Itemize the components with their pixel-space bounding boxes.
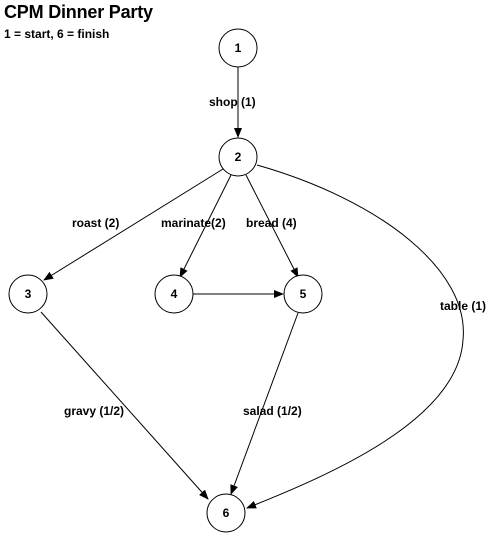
edge-labels: shop (1) roast (2) marinate(2) bread (4)… bbox=[64, 95, 486, 418]
node-5: 5 bbox=[283, 274, 323, 314]
edge-label-bread: bread (4) bbox=[246, 216, 297, 230]
diagram-subtitle: 1 = start, 6 = finish bbox=[4, 27, 110, 41]
edges bbox=[40, 67, 464, 509]
node-2-label: 2 bbox=[235, 150, 242, 164]
node-5-label: 5 bbox=[300, 287, 307, 301]
edge-2-5 bbox=[245, 174, 299, 278]
edge-label-table: table (1) bbox=[440, 299, 486, 313]
edge-label-gravy: gravy (1/2) bbox=[64, 404, 124, 418]
node-6: 6 bbox=[206, 493, 246, 533]
edge-2-3 bbox=[43, 168, 224, 281]
node-2: 2 bbox=[218, 137, 258, 177]
node-1: 1 bbox=[218, 28, 258, 68]
node-3: 3 bbox=[8, 274, 48, 314]
edge-2-6 bbox=[246, 164, 464, 509]
nodes: 1 2 3 4 5 6 bbox=[8, 28, 323, 533]
edge-5-6 bbox=[230, 312, 299, 495]
node-6-label: 6 bbox=[223, 506, 230, 520]
edge-label-roast: roast (2) bbox=[72, 216, 119, 230]
node-3-label: 3 bbox=[25, 287, 32, 301]
node-4: 4 bbox=[154, 274, 194, 314]
node-4-label: 4 bbox=[171, 287, 178, 301]
diagram-title: CPM Dinner Party bbox=[4, 2, 153, 22]
node-1-label: 1 bbox=[235, 41, 242, 55]
edge-label-salad: salad (1/2) bbox=[243, 404, 302, 418]
edge-label-shop: shop (1) bbox=[209, 95, 256, 109]
edge-label-marinate: marinate(2) bbox=[161, 216, 226, 230]
edge-2-4 bbox=[179, 174, 232, 278]
edge-3-6 bbox=[40, 311, 209, 500]
